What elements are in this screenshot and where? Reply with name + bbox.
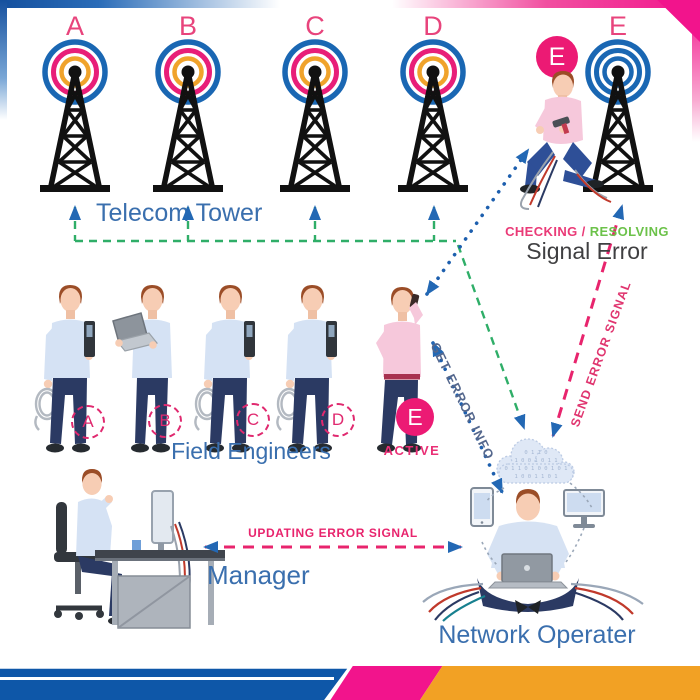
resolving-text: RESOLVING: [589, 224, 669, 239]
telecom-tower-label: Telecom Tower: [96, 199, 263, 227]
field-engineer-e-figure: [357, 285, 447, 465]
footer-white-line: [0, 677, 334, 680]
active-label: ACTIVE: [383, 443, 441, 458]
updating-error-signal-label: UPDATING ERROR SIGNAL: [248, 526, 418, 540]
tower-label-b: B: [178, 11, 197, 41]
footer-pink-band: [330, 666, 443, 700]
footer-ribbon: [0, 666, 700, 700]
footer-orange-band: [420, 666, 700, 700]
send-error-signal-label: SEND ERROR SIGNAL: [568, 278, 634, 429]
network-operator-scene: [422, 487, 644, 622]
tower-d-mast-icon: [388, 64, 478, 196]
field-engineer-c-figure: [185, 283, 275, 463]
footer-blue-band: [0, 668, 348, 700]
engineer-badge-c: C: [236, 403, 270, 437]
repair-badge-e: E: [536, 36, 578, 78]
right-border-stripe: [692, 0, 700, 142]
cloud-binary-row: 1 0 0 1 0 1 1: [514, 458, 557, 464]
tower-label-d: D: [423, 11, 443, 41]
field-engineer-a-figure: [25, 283, 115, 463]
tower-b-mast-icon: [143, 64, 233, 196]
engineer-badge-d: D: [321, 403, 355, 437]
cloud-binary-row: 0 1 1 0 1 0 0 1 0 1: [505, 466, 568, 472]
engineer-badge-e: E: [396, 398, 434, 436]
signal-error-label: Signal Error: [526, 238, 648, 264]
kneeling-engineer-figure: [519, 71, 612, 210]
network-operator-label: Network Operater: [438, 621, 636, 649]
field-engineer-b-figure: [107, 283, 197, 463]
tower-a-mast-icon: [30, 64, 120, 196]
cloud-binary-row: 1 0 0 1 1 0 1: [514, 474, 557, 480]
engineer-badge-a: A: [71, 405, 105, 439]
tower-label-a: A: [65, 11, 84, 41]
data-cloud-icon: 0 1 1 0 1 0 0 1 0 1 1 0 1 1 0 1 0 0 1 0 …: [496, 438, 575, 484]
tower-c-mast-icon: [270, 64, 360, 196]
checking-resolving-label: CHECKING / RESOLVING: [492, 224, 682, 239]
manager-scene: [54, 469, 225, 629]
top-border-bar: [0, 0, 700, 8]
field-engineers-label: Field Engineers: [171, 438, 331, 464]
engineer-badge-b: B: [148, 404, 182, 438]
left-border-stripe: [0, 0, 7, 120]
slash-text: /: [581, 224, 586, 239]
tower-label-e: E: [608, 11, 627, 41]
manager-label: Manager: [207, 560, 310, 590]
checking-text: CHECKING: [505, 224, 578, 239]
cloud-binary-row: 0 1 1 0: [524, 450, 547, 456]
tower-label-c: C: [305, 11, 325, 41]
